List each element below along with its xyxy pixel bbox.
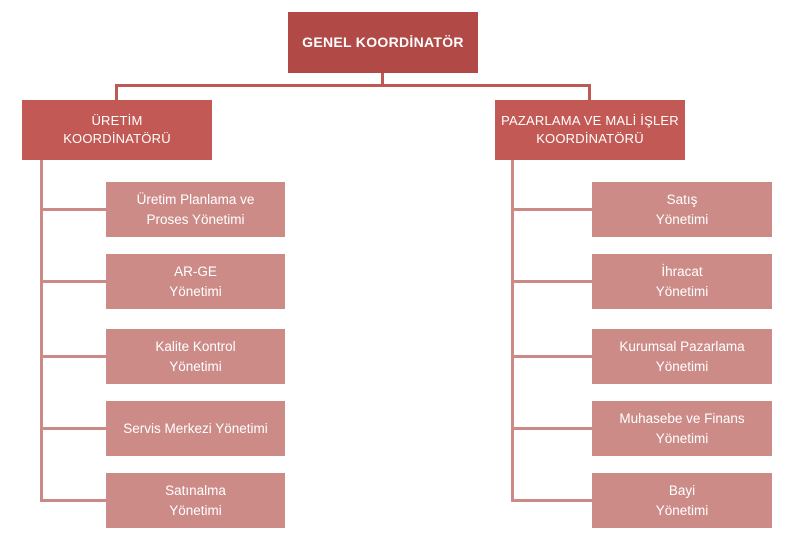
connector-left-drop xyxy=(115,86,118,100)
node-genel-koordinator: GENEL KOORDİNATÖR xyxy=(288,12,478,73)
node-ihracat: İhracat Yönetimi xyxy=(592,254,772,309)
node-satis: Satış Yönetimi xyxy=(592,182,772,237)
node-uretim-koordinatoru: ÜRETİM KOORDİNATÖRÜ xyxy=(22,100,212,160)
connector-right-stub-2 xyxy=(511,280,592,283)
connector-right-rail xyxy=(511,160,514,502)
connector-left-stub-2 xyxy=(40,280,106,283)
connector-right-stub-4 xyxy=(511,427,592,430)
node-uretim-planlama-proses: Üretim Planlama ve Proses Yönetimi xyxy=(106,182,285,237)
connector-root-stem xyxy=(381,73,384,86)
connector-left-stub-3 xyxy=(40,355,106,358)
connector-left-rail xyxy=(40,160,43,502)
node-servis-merkezi: Servis Merkezi Yönetimi xyxy=(106,401,285,456)
connector-left-stub-5 xyxy=(40,499,106,502)
node-satinalma: Satınalma Yönetimi xyxy=(106,473,285,528)
connector-right-stub-5 xyxy=(511,499,592,502)
connector-left-stub-4 xyxy=(40,427,106,430)
connector-left-stub-1 xyxy=(40,208,106,211)
node-kurumsal-pazarlama: Kurumsal Pazarlama Yönetimi xyxy=(592,329,772,384)
node-ar-ge: AR-GE Yönetimi xyxy=(106,254,285,309)
connector-horizontal-bar xyxy=(115,84,591,87)
node-pazarlama-mali-isler-koordinatoru: PAZARLAMA VE MALİ İŞLER KOORDİNATÖRÜ xyxy=(495,100,685,160)
connector-right-stub-3 xyxy=(511,355,592,358)
connector-right-stub-1 xyxy=(511,208,592,211)
connector-right-drop xyxy=(588,86,591,100)
node-bayi: Bayi Yönetimi xyxy=(592,473,772,528)
node-kalite-kontrol: Kalite Kontrol Yönetimi xyxy=(106,329,285,384)
node-muhasebe-finans: Muhasebe ve Finans Yönetimi xyxy=(592,401,772,456)
